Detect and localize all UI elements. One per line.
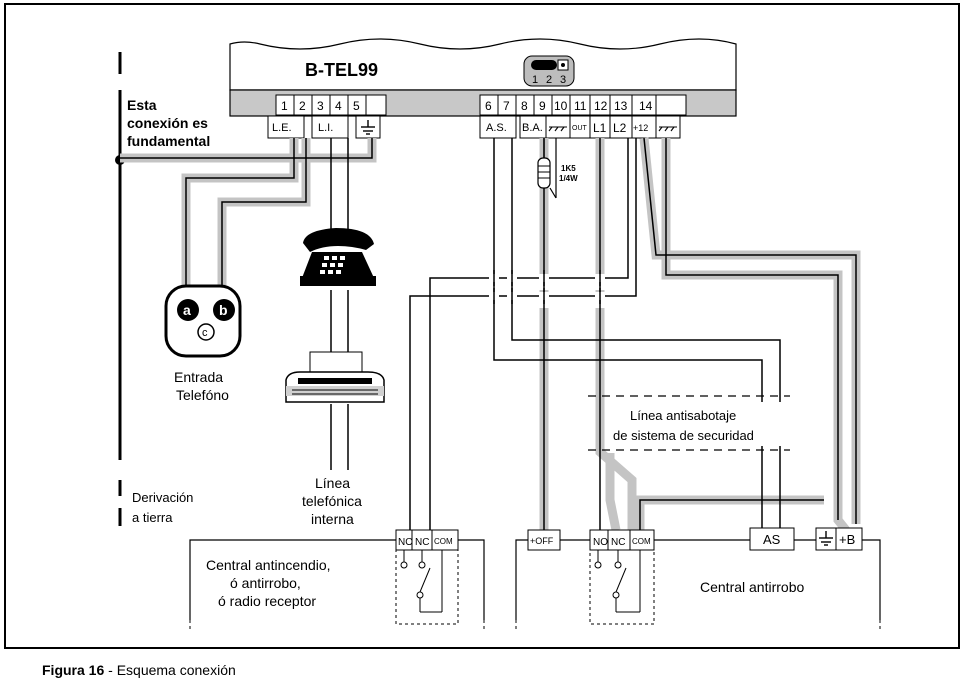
terminal-number: 9: [539, 99, 546, 113]
terminal-number: 7: [503, 99, 510, 113]
right-panel-text: Central antirrobo: [700, 579, 804, 595]
relay-contact-icon: [594, 550, 641, 613]
terminal-number: 5: [353, 99, 360, 113]
phone-input-label: Entrada Telefóno: [174, 369, 229, 403]
relay-contact-icon: [400, 550, 443, 613]
terminal-label-ba: B.A.: [522, 122, 543, 134]
left-central-panel: NO NC COM Central antincendio, ó antirro…: [189, 529, 485, 632]
jumper-number: 3: [560, 74, 566, 86]
terminal-label-as: A.S.: [486, 122, 507, 134]
phone-socket: a b c: [164, 284, 242, 358]
svg-text:conexión es: conexión es: [127, 115, 208, 131]
svg-text:Derivación: Derivación: [132, 490, 193, 505]
svg-text:interna: interna: [311, 511, 354, 527]
terminal-label-l2: L2: [613, 121, 627, 135]
terminal-number: 2: [299, 99, 306, 113]
fax-icon: [285, 351, 385, 403]
contact-label-nc: NC: [415, 537, 429, 548]
chassis-ground-icon: [658, 126, 677, 132]
terminal-number-row: 1 2 3 4 5 6 7 8 9 10 11 12 13 14: [275, 94, 687, 116]
wires: [120, 137, 857, 530]
terminal-number: 12: [594, 99, 608, 113]
socket-label-a: a: [183, 302, 191, 318]
jumper-number: 2: [546, 74, 552, 86]
left-panel-text: ó radio receptor: [218, 593, 316, 609]
contact-label-no: NO: [398, 537, 413, 548]
terminal-number: 10: [554, 99, 568, 113]
terminal-number: 11: [574, 99, 587, 113]
svg-text:fundamental: fundamental: [127, 133, 210, 149]
b-label: +B: [839, 532, 855, 547]
svg-text:telefónica: telefónica: [302, 493, 362, 509]
jumper-block: 1 2 3: [523, 55, 575, 87]
figure-frame: [4, 3, 960, 649]
terminal-number: 4: [335, 99, 342, 113]
earth-line: [115, 52, 125, 526]
left-panel-text: ó antirrobo,: [230, 575, 301, 591]
wire-crossings-lines: [493, 270, 601, 304]
terminal-label-li: L.I.: [318, 122, 333, 134]
device-name: B-TEL99: [305, 60, 378, 80]
terminal-number: 3: [317, 99, 324, 113]
figure-caption-text: - Esquema conexión: [104, 662, 236, 678]
terminal-number: 8: [521, 99, 528, 113]
jumper-number: 1: [532, 74, 538, 86]
resistor-value: 1K5: [561, 164, 576, 173]
svg-text:Esta: Esta: [127, 97, 157, 113]
terminal-number: 13: [614, 99, 628, 113]
off-label: +OFF: [530, 536, 554, 546]
as-label: AS: [763, 532, 781, 547]
contact-label-nc: NC: [611, 537, 625, 548]
tamper-line-box: Línea antisabotaje de sistema de securid…: [588, 395, 790, 451]
ground-icon: [819, 531, 833, 546]
chassis-ground-icon: [548, 126, 567, 132]
resistor-power: 1/4W: [559, 174, 578, 183]
terminal-label-row: L.E. L.I. A.S. B.A. OUT L1 L2 +12: [267, 115, 681, 139]
right-central-panel: +OFF NO NC COM AS +B Central antirrobo: [515, 527, 881, 632]
socket-label-c: c: [202, 327, 208, 339]
internal-line-label: Línea telefónica interna: [302, 475, 362, 527]
btel99-device: B-TEL99 1 2 3: [229, 38, 737, 91]
svg-text:Entrada: Entrada: [174, 369, 223, 385]
telephone-icon: [300, 228, 376, 286]
terminal-number: 14: [639, 99, 653, 113]
terminal-number: 1: [281, 99, 288, 113]
terminal-label-plus12: +12: [633, 123, 648, 133]
svg-text:Telefóno: Telefóno: [176, 387, 229, 403]
svg-text:a tierra: a tierra: [132, 510, 173, 525]
ground-icon: [361, 120, 375, 135]
ground-note: Esta conexión es fundamental: [127, 97, 210, 149]
terminal-label-out: OUT: [572, 125, 588, 132]
terminal-number: 6: [485, 99, 492, 113]
resistor: 1K5 1/4W: [537, 138, 578, 199]
contact-label-com: COM: [632, 537, 651, 546]
tamper-line-label: Línea antisabotaje: [630, 408, 736, 423]
figure-caption: Figura 16 - Esquema conexión: [42, 662, 236, 678]
left-panel-text: Central antincendio,: [206, 557, 331, 573]
derivation-note: Derivación a tierra: [132, 490, 193, 525]
contact-label-com: COM: [434, 537, 453, 546]
svg-text:Línea: Línea: [315, 475, 350, 491]
figure-number: Figura 16: [42, 662, 105, 678]
terminal-label-le: L.E.: [272, 122, 292, 134]
tamper-line-label: de sistema de securidad: [613, 428, 754, 443]
terminal-label-l1: L1: [593, 121, 607, 135]
socket-label-b: b: [219, 302, 228, 318]
contact-label-no: NO: [593, 537, 608, 548]
